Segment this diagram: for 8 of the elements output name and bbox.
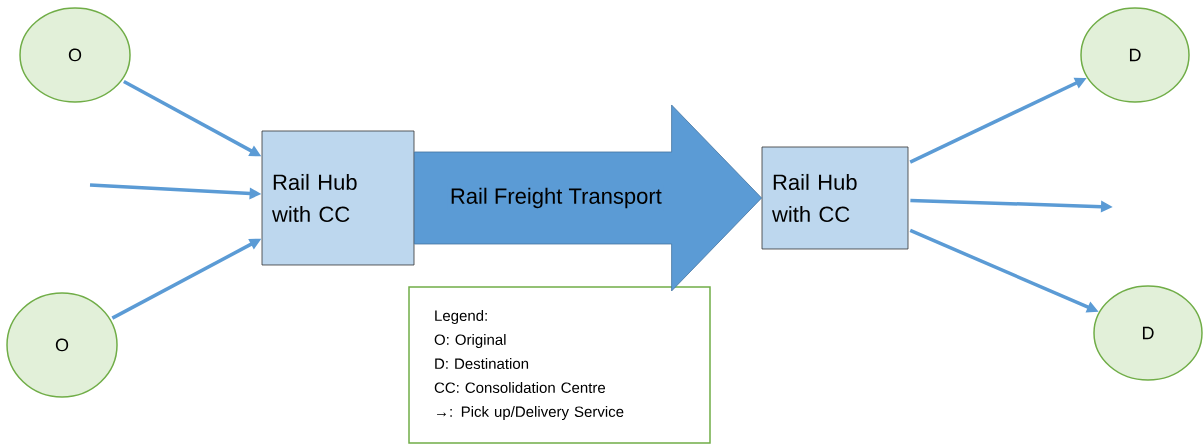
- circle-node: D: [1093, 285, 1203, 381]
- hub-box: Rail Hub with CC: [761, 146, 909, 250]
- edge-label: Rail Freight Transport: [447, 185, 664, 211]
- circle-node: O: [6, 292, 118, 398]
- legend-box: Legend: O: Original D: Destination CC: Consolidation Centre →: Pick up/Delivery Service: [408, 286, 711, 444]
- circle-node: O: [19, 7, 131, 103]
- circle-node: D: [1080, 7, 1190, 103]
- hub-box: Rail Hub with CC: [261, 130, 415, 266]
